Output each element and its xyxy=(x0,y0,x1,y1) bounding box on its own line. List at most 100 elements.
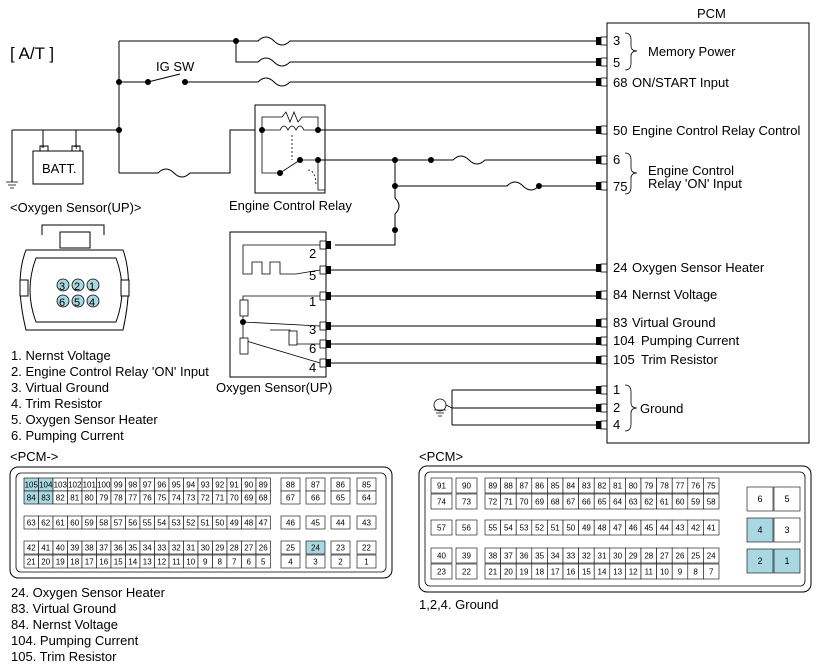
connector-pin-cell xyxy=(255,540,271,555)
connector-pin-number: 67 xyxy=(286,493,295,502)
connector-pin-number: 54 xyxy=(157,518,166,527)
connector-pin-number: 36 xyxy=(114,543,123,552)
connector-pin-cell xyxy=(455,547,478,564)
connector-pin-cell xyxy=(305,540,326,555)
legend-item: 6. Pumping Current xyxy=(11,428,124,443)
connector-pin-number: 84 xyxy=(27,493,36,502)
connector-pin-number: 19 xyxy=(520,567,529,576)
connector-pin-number: 38 xyxy=(488,551,497,560)
connector-pin-number: 84 xyxy=(566,481,575,490)
connector-pin-number: 93 xyxy=(201,480,210,489)
connector-pin-cell xyxy=(455,519,478,536)
connector-pin-cell xyxy=(305,554,326,569)
chassis-ground-icon xyxy=(433,398,453,417)
connector-pin-number: 50 xyxy=(215,518,224,527)
connector-pin-cell xyxy=(703,493,720,510)
connector-pin-number: 87 xyxy=(311,480,320,489)
pcm-right-connector-title: <PCM> xyxy=(419,449,463,464)
connector-pin-number: 18 xyxy=(70,557,79,566)
connector-pin-number: 40 xyxy=(56,543,65,552)
connector-pin-number: 55 xyxy=(143,518,152,527)
brace-ground xyxy=(624,384,638,432)
page-title: [ A/T ] xyxy=(10,44,54,63)
connector-pin-number: 98 xyxy=(128,480,137,489)
connector-pin-number: 1 xyxy=(784,556,789,566)
connector-pin-number: 101 xyxy=(83,480,97,489)
connector-pin-cell xyxy=(455,563,478,580)
connector-pin-cell xyxy=(703,519,720,536)
pcm-terminal-label: ON/START Input xyxy=(632,75,729,90)
connector-pin-number: 33 xyxy=(157,543,166,552)
memory-power-label: Memory Power xyxy=(648,44,736,59)
oxygen-sensor-caption: Oxygen Sensor(UP) xyxy=(216,380,332,395)
legend-item: 1. Nernst Voltage xyxy=(11,348,111,363)
connector-pin-number: 60 xyxy=(676,497,685,506)
connector-pin-number: 70 xyxy=(520,497,529,506)
pcm-left-legend: 24. Oxygen Sensor Heater 83. Virtual Gro… xyxy=(11,585,166,664)
connector-pin-number: 62 xyxy=(41,518,50,527)
legend-item: 5. Oxygen Sensor Heater xyxy=(11,412,158,427)
connector-pin-number: 59 xyxy=(691,497,700,506)
connector-pin-number: 80 xyxy=(85,493,94,502)
connector-pin-number: 85 xyxy=(551,481,560,490)
connector-pin-number: 68 xyxy=(259,493,268,502)
oxygen-sensor-connector xyxy=(19,224,130,331)
connector-pin-number: 78 xyxy=(114,493,123,502)
pcm-terminal-number: 4 xyxy=(613,417,620,432)
connector-pin-number: 7 xyxy=(232,557,237,566)
connector-pin-number: 9 xyxy=(203,557,208,566)
connector-pin-cell xyxy=(746,517,774,543)
connector-pin-number: 6 xyxy=(247,557,252,566)
connector-pin-cell xyxy=(330,540,351,555)
connector-pin-number: 72 xyxy=(488,497,497,506)
pcm-terminal-number: 75 xyxy=(613,179,627,194)
connector-pin-number: 87 xyxy=(520,481,529,490)
connector-pin-cell xyxy=(255,490,271,505)
connector-pin-cell xyxy=(330,554,351,569)
pcm-label: PCM xyxy=(697,6,726,21)
connector-pin-number: 3 xyxy=(784,525,789,535)
brace-memory-power xyxy=(624,32,638,71)
connector-pin-number: 103 xyxy=(54,480,68,489)
connector-pin-number: 14 xyxy=(598,567,607,576)
connector-pin-cell xyxy=(330,490,351,505)
svg-text:+: + xyxy=(73,141,79,153)
connector-pin-number: 29 xyxy=(215,543,224,552)
connector-pin-number: 52 xyxy=(535,523,544,532)
connector-pin-number: 22 xyxy=(462,567,471,576)
connector-pin-number: 56 xyxy=(462,523,471,532)
connector-pin-number: 88 xyxy=(504,481,513,490)
connector-pin-cell xyxy=(703,477,720,494)
pcm-terminal-number: 1 xyxy=(613,382,620,397)
connector-pin-cell xyxy=(773,548,801,574)
ground-icon xyxy=(6,181,18,189)
connector-pin-number: 38 xyxy=(85,543,94,552)
connector-pin-number: 20 xyxy=(41,557,50,566)
connector-pin-number: 23 xyxy=(437,567,446,576)
connector-pin-number: 81 xyxy=(70,493,79,502)
connector-pin-cell xyxy=(356,554,377,569)
connector-pin-number: 66 xyxy=(311,493,320,502)
connector-pin-number: 27 xyxy=(660,551,669,560)
svg-text:6: 6 xyxy=(59,297,65,309)
connector-pin-number: 64 xyxy=(362,493,371,502)
connector-pin-number: 49 xyxy=(582,523,591,532)
connector-pin-number: 13 xyxy=(613,567,622,576)
pcm-terminal-label: Nernst Voltage xyxy=(632,287,717,302)
pcm-terminal: 6 xyxy=(596,152,620,167)
connector-pin-number: 65 xyxy=(598,497,607,506)
connector-pin-number: 34 xyxy=(551,551,560,560)
legend-item: 84. Nernst Voltage xyxy=(11,617,118,632)
connector-pin-number: 4 xyxy=(288,557,293,566)
connector-pin-number: 7 xyxy=(709,567,714,576)
connector-pin-number: 90 xyxy=(244,480,253,489)
battery xyxy=(32,150,84,185)
pcm-terminal-label: Virtual Ground xyxy=(632,315,716,330)
connector-pin-number: 57 xyxy=(114,518,123,527)
connector-pin-number: 29 xyxy=(629,551,638,560)
